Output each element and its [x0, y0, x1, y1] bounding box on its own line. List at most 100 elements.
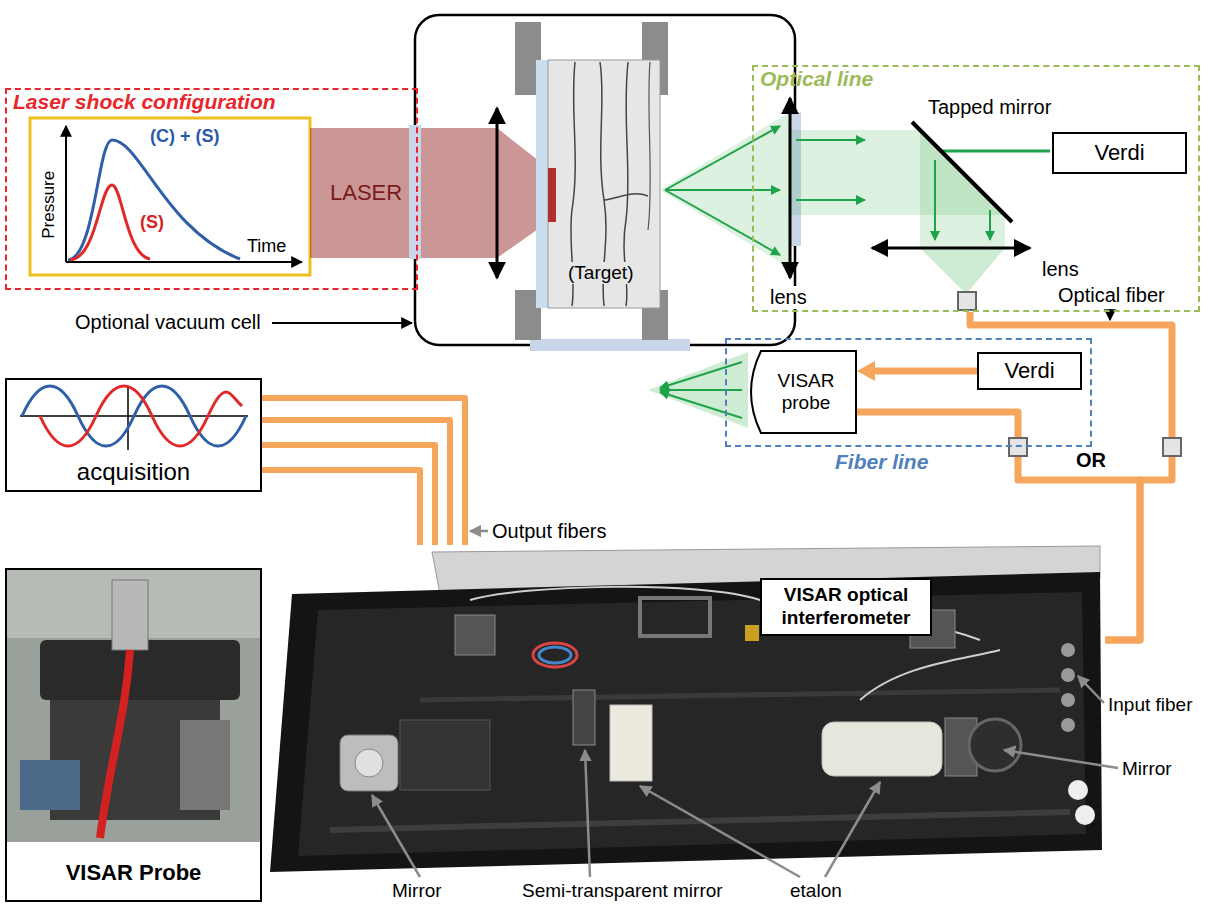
green-beam	[920, 130, 1005, 248]
pressure-chart	[30, 118, 310, 275]
axis-label: Time	[245, 236, 288, 257]
leader-line	[640, 786, 800, 877]
probe-photo	[180, 720, 230, 810]
probe-photo	[5, 568, 262, 902]
axis-label: Pressure	[39, 171, 59, 239]
interferometer-photo	[400, 720, 490, 790]
lens-symbol	[497, 108, 498, 278]
probe-photo	[100, 650, 130, 838]
curve-label: (C) + (S)	[150, 126, 220, 147]
vacuum-cell	[409, 125, 421, 259]
fiber-cable	[262, 445, 435, 545]
probe-beam	[660, 392, 742, 418]
interferometer-photo	[539, 647, 571, 663]
vacuum-cell	[415, 15, 795, 345]
green-beam	[665, 126, 780, 190]
pressure-chart	[70, 185, 150, 260]
acquisition-box: acquisition	[5, 378, 262, 492]
target-holder	[548, 168, 556, 222]
photo-caption: VISAR optical interferometer	[760, 578, 932, 636]
green-beam	[660, 98, 1050, 294]
green-beam	[912, 122, 1012, 222]
probe-beam	[648, 352, 748, 428]
interferometer-photo	[610, 705, 652, 781]
green-beam	[665, 189, 780, 191]
leader-line	[470, 530, 488, 533]
section-title: Laser shock configuration	[13, 90, 276, 114]
probe-photo	[20, 760, 80, 810]
fiber-cable	[262, 420, 450, 545]
interferometer-photo	[745, 625, 759, 641]
lens-symbol	[496, 108, 499, 278]
green-beam	[934, 160, 936, 240]
signal-plot	[40, 386, 242, 446]
interferometer-photo	[355, 749, 383, 777]
callout-label: Mirror	[392, 880, 442, 902]
target-holder	[536, 60, 548, 308]
section-title: Optical line	[760, 67, 873, 91]
interferometer-photo	[860, 650, 1000, 700]
callout-label: Input fiber	[1108, 694, 1193, 716]
leader-line	[272, 309, 1118, 877]
interferometer-photo	[969, 719, 1021, 771]
callout-label: etalon	[790, 880, 842, 902]
leader-line	[372, 795, 420, 877]
interferometer-photo	[270, 572, 1102, 872]
leader-line	[1078, 676, 1104, 703]
signal-plot	[127, 386, 129, 450]
green-beam	[942, 150, 1050, 153]
interferometer-photo	[1075, 805, 1095, 825]
interferometer-photo	[340, 735, 398, 791]
leader-line	[272, 322, 412, 324]
fiber-connector	[1163, 438, 1181, 456]
pressure-chart	[68, 140, 240, 260]
signal-plot	[20, 386, 248, 450]
section-frame: Fiber lineVISAR probeVerdi	[725, 338, 1092, 447]
probe-photo	[5, 568, 262, 902]
laser-beam	[310, 128, 548, 258]
interferometer-photo	[533, 643, 577, 667]
photo-caption: VISAR Probe	[7, 860, 260, 886]
fiber-cable	[262, 398, 465, 545]
part-label: (Target)	[566, 262, 635, 284]
green-beam	[920, 248, 1005, 294]
fiber-cable	[262, 420, 450, 545]
or-label: OR	[1076, 449, 1106, 472]
probe-beam	[660, 389, 742, 391]
target-holder	[648, 62, 650, 230]
probe-beam	[648, 352, 748, 428]
section-title: Fiber line	[835, 450, 928, 474]
target-holder	[548, 60, 660, 308]
photo-inset: VISAR Probe	[5, 568, 262, 902]
part-label: Tapped mirror	[928, 96, 1051, 119]
fiber-cable	[262, 470, 420, 545]
interferometer-photo	[1061, 668, 1075, 682]
fiber-cable	[857, 361, 977, 381]
green-beam	[660, 112, 790, 268]
green-beam	[796, 139, 865, 141]
box-label: Verdi	[1094, 140, 1144, 166]
interferometer-photo	[1061, 693, 1075, 707]
pressure-chart	[66, 261, 302, 263]
green-beam	[789, 98, 792, 278]
part-label: Optical fiber	[1058, 284, 1165, 307]
fiber-cable	[262, 470, 420, 545]
laser-source-box: Verdi	[1052, 132, 1187, 174]
fiber-cable	[262, 398, 465, 545]
green-beam	[796, 199, 865, 201]
leader-line	[585, 750, 590, 877]
green-beam	[665, 190, 780, 255]
probe-box: VISAR probe	[747, 350, 857, 434]
instrument-photo: VISAR optical interferometer	[268, 545, 1105, 890]
callout-label: Optional vacuum cell	[75, 311, 261, 334]
beam-label: LASER	[330, 180, 402, 205]
interferometer-photo	[1068, 780, 1088, 800]
vacuum-cell	[530, 339, 690, 351]
callout-label: Output fibers	[492, 520, 607, 543]
interferometer-photo	[573, 690, 595, 745]
leader-line	[1004, 750, 1118, 768]
interferometer-photo	[270, 546, 1102, 872]
fiber-connector	[958, 292, 976, 310]
interferometer-photo	[455, 615, 495, 655]
